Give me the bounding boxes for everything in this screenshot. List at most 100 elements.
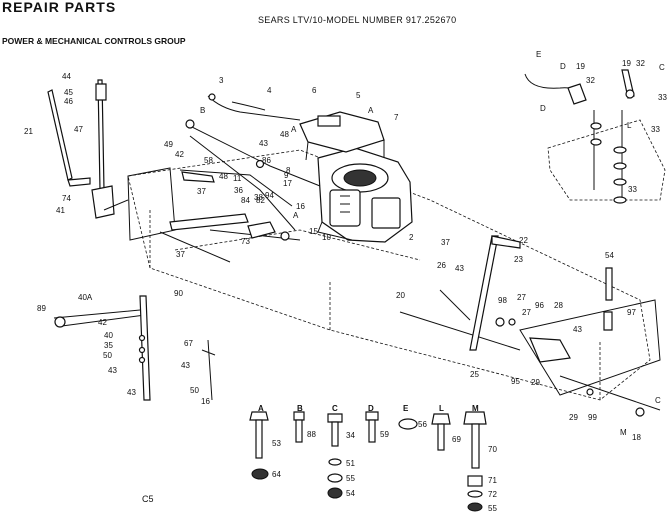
callout-label: 28 (554, 301, 563, 310)
callout-label: 27 (517, 293, 526, 302)
callout-label: 84 (241, 196, 250, 205)
page-title: REPAIR PARTS (2, 0, 117, 15)
callout-label: 90 (174, 289, 183, 298)
callout-label: 99 (588, 413, 597, 422)
callout-label: 26 (437, 261, 446, 270)
callout-label: 40A (78, 293, 93, 302)
hardware-part-number: 72 (488, 490, 497, 499)
callout-label: 48 (280, 130, 289, 139)
callout-label: 18 (632, 433, 641, 442)
callout-label: 98 (498, 296, 507, 305)
mechanical-linkage (159, 119, 321, 263)
hardware-part-number: 53 (272, 439, 281, 448)
callout-label: 54 (605, 251, 614, 260)
callout-label: 44 (62, 72, 71, 81)
callout-label: 94 (265, 191, 274, 200)
callout-label: 37 (197, 187, 206, 196)
callout-label: 48 (219, 172, 228, 181)
hardware-letter: M (472, 404, 479, 413)
callout-label: 67 (184, 339, 193, 348)
hardware-part-number: 55 (346, 474, 355, 483)
callout-label: 36 (234, 186, 243, 195)
callout-label: 17 (283, 179, 292, 188)
callout-label: 35 (104, 341, 113, 350)
brake-rod (53, 295, 521, 401)
callout-label: 82 (256, 196, 265, 205)
callout-label: 43 (573, 325, 582, 334)
callout-label: 29 (531, 378, 540, 387)
hardware-part-number: 69 (452, 435, 461, 444)
callout-label: 49 (164, 140, 173, 149)
hardware-part-number: 34 (346, 431, 355, 440)
callout-label: C (655, 396, 661, 405)
callout-label: 4 (267, 86, 272, 95)
callout-label: 20 (396, 291, 405, 300)
callout-label: 43 (127, 388, 136, 397)
hardware-part-number: 88 (307, 430, 316, 439)
callout-label: 19 (576, 62, 585, 71)
callout-label: 11 (233, 174, 242, 183)
hardware-part-number: 55 (488, 504, 497, 513)
callout-label: D (540, 104, 546, 113)
callout-label: 40 (104, 331, 113, 340)
throttle-cable (207, 93, 301, 121)
callout-label: M (620, 428, 627, 437)
callout-label: 73 (241, 237, 250, 246)
callout-label: C (659, 63, 665, 72)
hardware-part-number: 70 (488, 445, 497, 454)
callout-label: 32 (636, 59, 645, 68)
callout-label: L (627, 121, 632, 130)
hardware-part-number: 64 (272, 470, 281, 479)
callout-label: A (293, 211, 299, 220)
callout-label: 32 (586, 76, 595, 85)
model-number: SEARS LTV/10-MODEL NUMBER 917.252670 (258, 15, 457, 25)
callout-label: B (200, 106, 205, 115)
hardware-part-number: 59 (380, 430, 389, 439)
callout-label: E (536, 50, 541, 59)
callout-label: 21 (24, 127, 33, 136)
hardware-letter: L (439, 404, 444, 413)
callout-label: 45 (64, 88, 73, 97)
hardware-letter: E (403, 404, 409, 413)
callout-label: 43 (455, 264, 464, 273)
callout-label: 23 (514, 255, 523, 264)
callout-label: 50 (190, 386, 199, 395)
hardware-part-number: 54 (346, 489, 355, 498)
callout-label: 15 (309, 227, 318, 236)
hardware-silhouettes (249, 411, 487, 512)
callout-label: 37 (441, 238, 450, 247)
hardware-part-number: 51 (346, 459, 355, 468)
callout-label: 3 (219, 76, 224, 85)
callout-label: 33 (628, 185, 637, 194)
callout-label: 27 (522, 308, 531, 317)
callout-label: 89 (37, 304, 46, 313)
callout-label: 95 (511, 377, 520, 386)
callout-label: 58 (204, 156, 213, 165)
callout-label: 42 (98, 318, 107, 327)
callout-label: 7 (394, 113, 399, 122)
callout-label: 37 (176, 250, 185, 259)
hardware-letter: C (332, 404, 338, 413)
callout-label: 41 (56, 206, 65, 215)
callout-label: 33 (658, 93, 667, 102)
callout-label: 2 (409, 233, 414, 242)
callout-label: A (368, 106, 374, 115)
callout-label: 86 (262, 156, 271, 165)
page-code: C5 (142, 494, 154, 504)
callout-label: 47 (74, 125, 83, 134)
callout-label: 43 (259, 139, 268, 148)
callout-label: 29 (569, 413, 578, 422)
callout-label: 10 (322, 233, 331, 242)
callout-label: 5 (356, 91, 361, 100)
callout-label: D (560, 62, 566, 71)
hardware-letter: A (258, 404, 264, 413)
callout-label: A (291, 125, 297, 134)
lift-levers (47, 79, 129, 219)
callout-label: 43 (108, 366, 117, 375)
callout-label: 38 (254, 193, 263, 202)
clutch-assembly (524, 69, 666, 204)
callout-label: 19 (622, 59, 631, 68)
callout-label: 16 (201, 397, 210, 406)
